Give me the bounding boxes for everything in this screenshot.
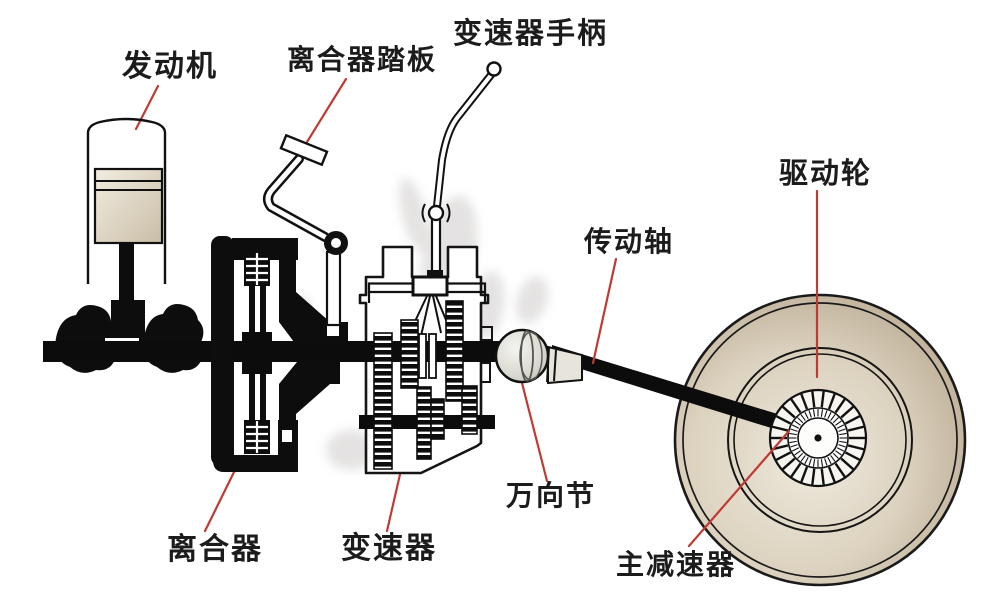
final-drive-hub [768, 388, 868, 488]
label-clutch: 离合器 [167, 533, 263, 566]
clutch-pedal [263, 133, 348, 327]
engine-cylinder [86, 117, 167, 284]
label-clutch-pedal: 离合器踏板 [287, 44, 438, 75]
clutch-pedal-leader-line [305, 77, 348, 144]
clutch-leader-line [203, 462, 240, 533]
pedal-pivot [324, 231, 348, 255]
connecting-rod [119, 242, 134, 306]
label-engine: 发动机 [122, 50, 218, 83]
engine-leader-line [134, 84, 160, 131]
drive-shaft-leader-line [591, 257, 618, 365]
lever-pivot-ball [427, 204, 445, 222]
leader-lines [134, 77, 819, 548]
engine [55, 117, 204, 373]
drive-shaft [552, 345, 797, 436]
label-universal-joint: 万向节 [506, 480, 597, 511]
clutch-assembly [211, 236, 348, 472]
universal-joint-ball [494, 328, 550, 384]
label-drive-shaft: 传动轴 [584, 226, 675, 257]
clutch-disc-springs [244, 252, 270, 454]
label-drive-wheel: 驱动轮 [779, 158, 873, 190]
gearbox-gears [359, 300, 495, 470]
label-gear-lever: 变速器手柄 [453, 18, 609, 50]
label-transmission: 变速器 [341, 532, 437, 565]
universal-joint-leader-line [519, 377, 549, 483]
clutch-release-rod [325, 250, 342, 327]
universal-joint [494, 328, 583, 385]
pedal-pad [279, 133, 329, 167]
gear-lever-knob [486, 61, 502, 77]
final-drive-leader-line [687, 429, 791, 548]
label-final-drive: 主减速器 [616, 549, 737, 580]
